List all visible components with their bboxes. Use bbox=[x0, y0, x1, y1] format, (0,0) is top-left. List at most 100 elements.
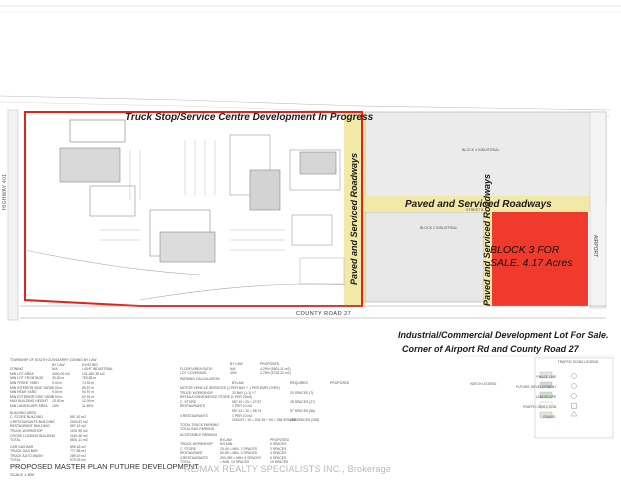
far-row-cell: FLOOR AREA RATIO bbox=[180, 366, 213, 371]
development-line-1: Industrial/Commercial Development Lot Fo… bbox=[398, 330, 609, 340]
zoning-row-cell: 783.85 m bbox=[82, 376, 97, 381]
zoning-row-cell: 10% bbox=[52, 403, 59, 408]
zoning-row-cell: 62.91 m bbox=[82, 394, 95, 399]
zoning-row-cell: 6.00 m bbox=[52, 385, 63, 390]
parking-row: 2043.87 / 10 = 204.39 + 54 = 258 SPACES2… bbox=[180, 418, 370, 423]
zoning-row-cell: EXISTING bbox=[82, 362, 98, 367]
highway-label: HIGHWAY 401 bbox=[2, 173, 8, 210]
block4-label: BLOCK 4 INDUSTRIAL bbox=[462, 148, 500, 152]
plan-title: PROPOSED MASTER PLAN FUTURE DEVELOPMENT bbox=[10, 462, 199, 471]
zoning-row-cell: MIN LOT FRONTAGE bbox=[10, 376, 44, 381]
far-row-cell: 4.78% (6725.32 m2) bbox=[260, 371, 291, 376]
parking-row-cell: 20 SPACES (7) bbox=[290, 390, 314, 395]
accessible-row-cell: = MIN. 10 SPACES bbox=[220, 460, 250, 465]
zoning-table-title: TOWNSHIP OF SOUTH GLENGARRY ZONING BY LA… bbox=[10, 358, 97, 362]
paved-road-horizontal-label: Paved and Serviced Roadways bbox=[405, 199, 552, 210]
highway-strip bbox=[7, 109, 19, 321]
accessible-row-cell: RESTAURANT bbox=[180, 451, 203, 456]
building-row: TOTAL 5501.11 m2 bbox=[10, 438, 122, 443]
parking-row-cell: C. STORE bbox=[180, 399, 196, 404]
canopy-row-cell: 289.19 m2 bbox=[70, 453, 87, 458]
accessible-row-cell: 20-40 = MIN. 2 SPACES bbox=[220, 446, 257, 451]
zoning-row-cell: MAX BUILDING HEIGHT bbox=[10, 399, 49, 404]
bus-parking-label: TOTAL BUS PARKING bbox=[180, 427, 215, 432]
parking-row-cell: 2043.87 / 10 = 204.39 + 54 = 258 SPACES bbox=[232, 418, 297, 423]
zoning-row-cell: BY LAW bbox=[52, 362, 65, 367]
building-row-cell: 557.42 m2 bbox=[70, 415, 87, 420]
legend-item: TRAFFIC DIRECTION bbox=[522, 405, 557, 409]
building-row-cell: TOTAL bbox=[10, 438, 21, 443]
zoning-row-cell: 9.00 m bbox=[52, 380, 63, 385]
accessible-row-cell: PROPOSED bbox=[270, 437, 290, 442]
building-row-cell: 5501.11 m2 bbox=[70, 438, 88, 443]
legend-item: FUTURE DEVELOPMENT bbox=[516, 385, 557, 389]
zoning-row-cell: 12.09 m bbox=[82, 399, 95, 404]
paved-road-horizontal bbox=[362, 196, 606, 212]
zoning-row-cell: MIN LOT AREA bbox=[10, 371, 34, 376]
building-row-cell: 557.42 m2 bbox=[70, 424, 87, 429]
building-row-cell: RESTAURANT BUILDING bbox=[10, 424, 50, 429]
building-row: RESTAURANT BUILDING 557.42 m2 bbox=[10, 424, 122, 429]
building-row-cell: CROSS LOADING BUILDING bbox=[10, 433, 56, 438]
zoning-row-cell: LIGHT INDUSTRIAL bbox=[82, 367, 114, 372]
far-row-cell: PROPOSED bbox=[260, 362, 280, 366]
accessible-row-cell: TRUCK WORKSHOP bbox=[180, 442, 213, 447]
block3-parcel bbox=[492, 212, 588, 306]
parking-row-cell: RESTAURANTS bbox=[180, 404, 205, 409]
building-row: TRUCK WORKSHOP 1192.95 m2 bbox=[10, 429, 122, 434]
legend-title: TRAFFIC SIGNS LEGEND bbox=[557, 360, 599, 364]
accessible-row-cell: 4 RESTAURANTS bbox=[180, 455, 208, 460]
parking-row-cell: 20 BAY (1:1) +7 bbox=[232, 390, 256, 395]
street-b-label: STREET B bbox=[466, 208, 484, 212]
parking-row-cell: PROPOSED bbox=[330, 381, 350, 386]
canopy-row-cell: 975.25 m2 bbox=[70, 458, 87, 463]
accessible-row-cell: NO MIN. bbox=[220, 442, 234, 447]
zoning-row-cell: 4000.00 m2 bbox=[52, 371, 70, 376]
parking-row-cell: 557.42 / 20 = 27.87 bbox=[232, 399, 262, 404]
canopy-row-cell: 899.18 m2 bbox=[70, 444, 87, 449]
block2-label: BLOCK 2 INDUSTRIAL bbox=[420, 226, 458, 230]
canopy-row-cell: TOTAL bbox=[10, 458, 21, 463]
parking-row-cell: RETAIL/CONVENIENCE STORE (1 PER 20m2) bbox=[180, 395, 253, 400]
zoning-row-cell: MIN EXTERIOR SIDE YARD bbox=[10, 394, 54, 399]
building-row-cell: TRUCK WORKSHOP bbox=[10, 428, 43, 433]
scale-label: SCALE 1:800 bbox=[10, 472, 35, 477]
parking-row-cell: REQUIRED bbox=[290, 381, 308, 386]
paved-road-vertical-label-1: Paved and Serviced Roadways bbox=[349, 152, 359, 285]
parking-row: RETAIL/CONVENIENCE STORE (1 PER 20m2) bbox=[180, 395, 370, 400]
building-row-cell: 1192.95 m2 bbox=[70, 428, 88, 433]
canopy-row-cell: TRUCK GAS BAR bbox=[10, 449, 38, 454]
zoning-row-cell: MIN FRONT YARD bbox=[10, 380, 39, 385]
building-area-title: BUILDING AREA bbox=[10, 410, 37, 415]
canopy-row-cell: CAR GAS BAR bbox=[10, 444, 34, 449]
building-row: 4 RESTAURANTS BUILDING 2043.87 m2 bbox=[10, 420, 122, 425]
truck-parking-label: TOTAL TRUCK PARKING bbox=[180, 422, 219, 427]
building-row-cell: 2043.87 m2 bbox=[70, 419, 88, 424]
truck-stop-outline bbox=[24, 111, 363, 307]
building-row-cell: 4 RESTAURANTS BUILDING bbox=[10, 419, 55, 424]
